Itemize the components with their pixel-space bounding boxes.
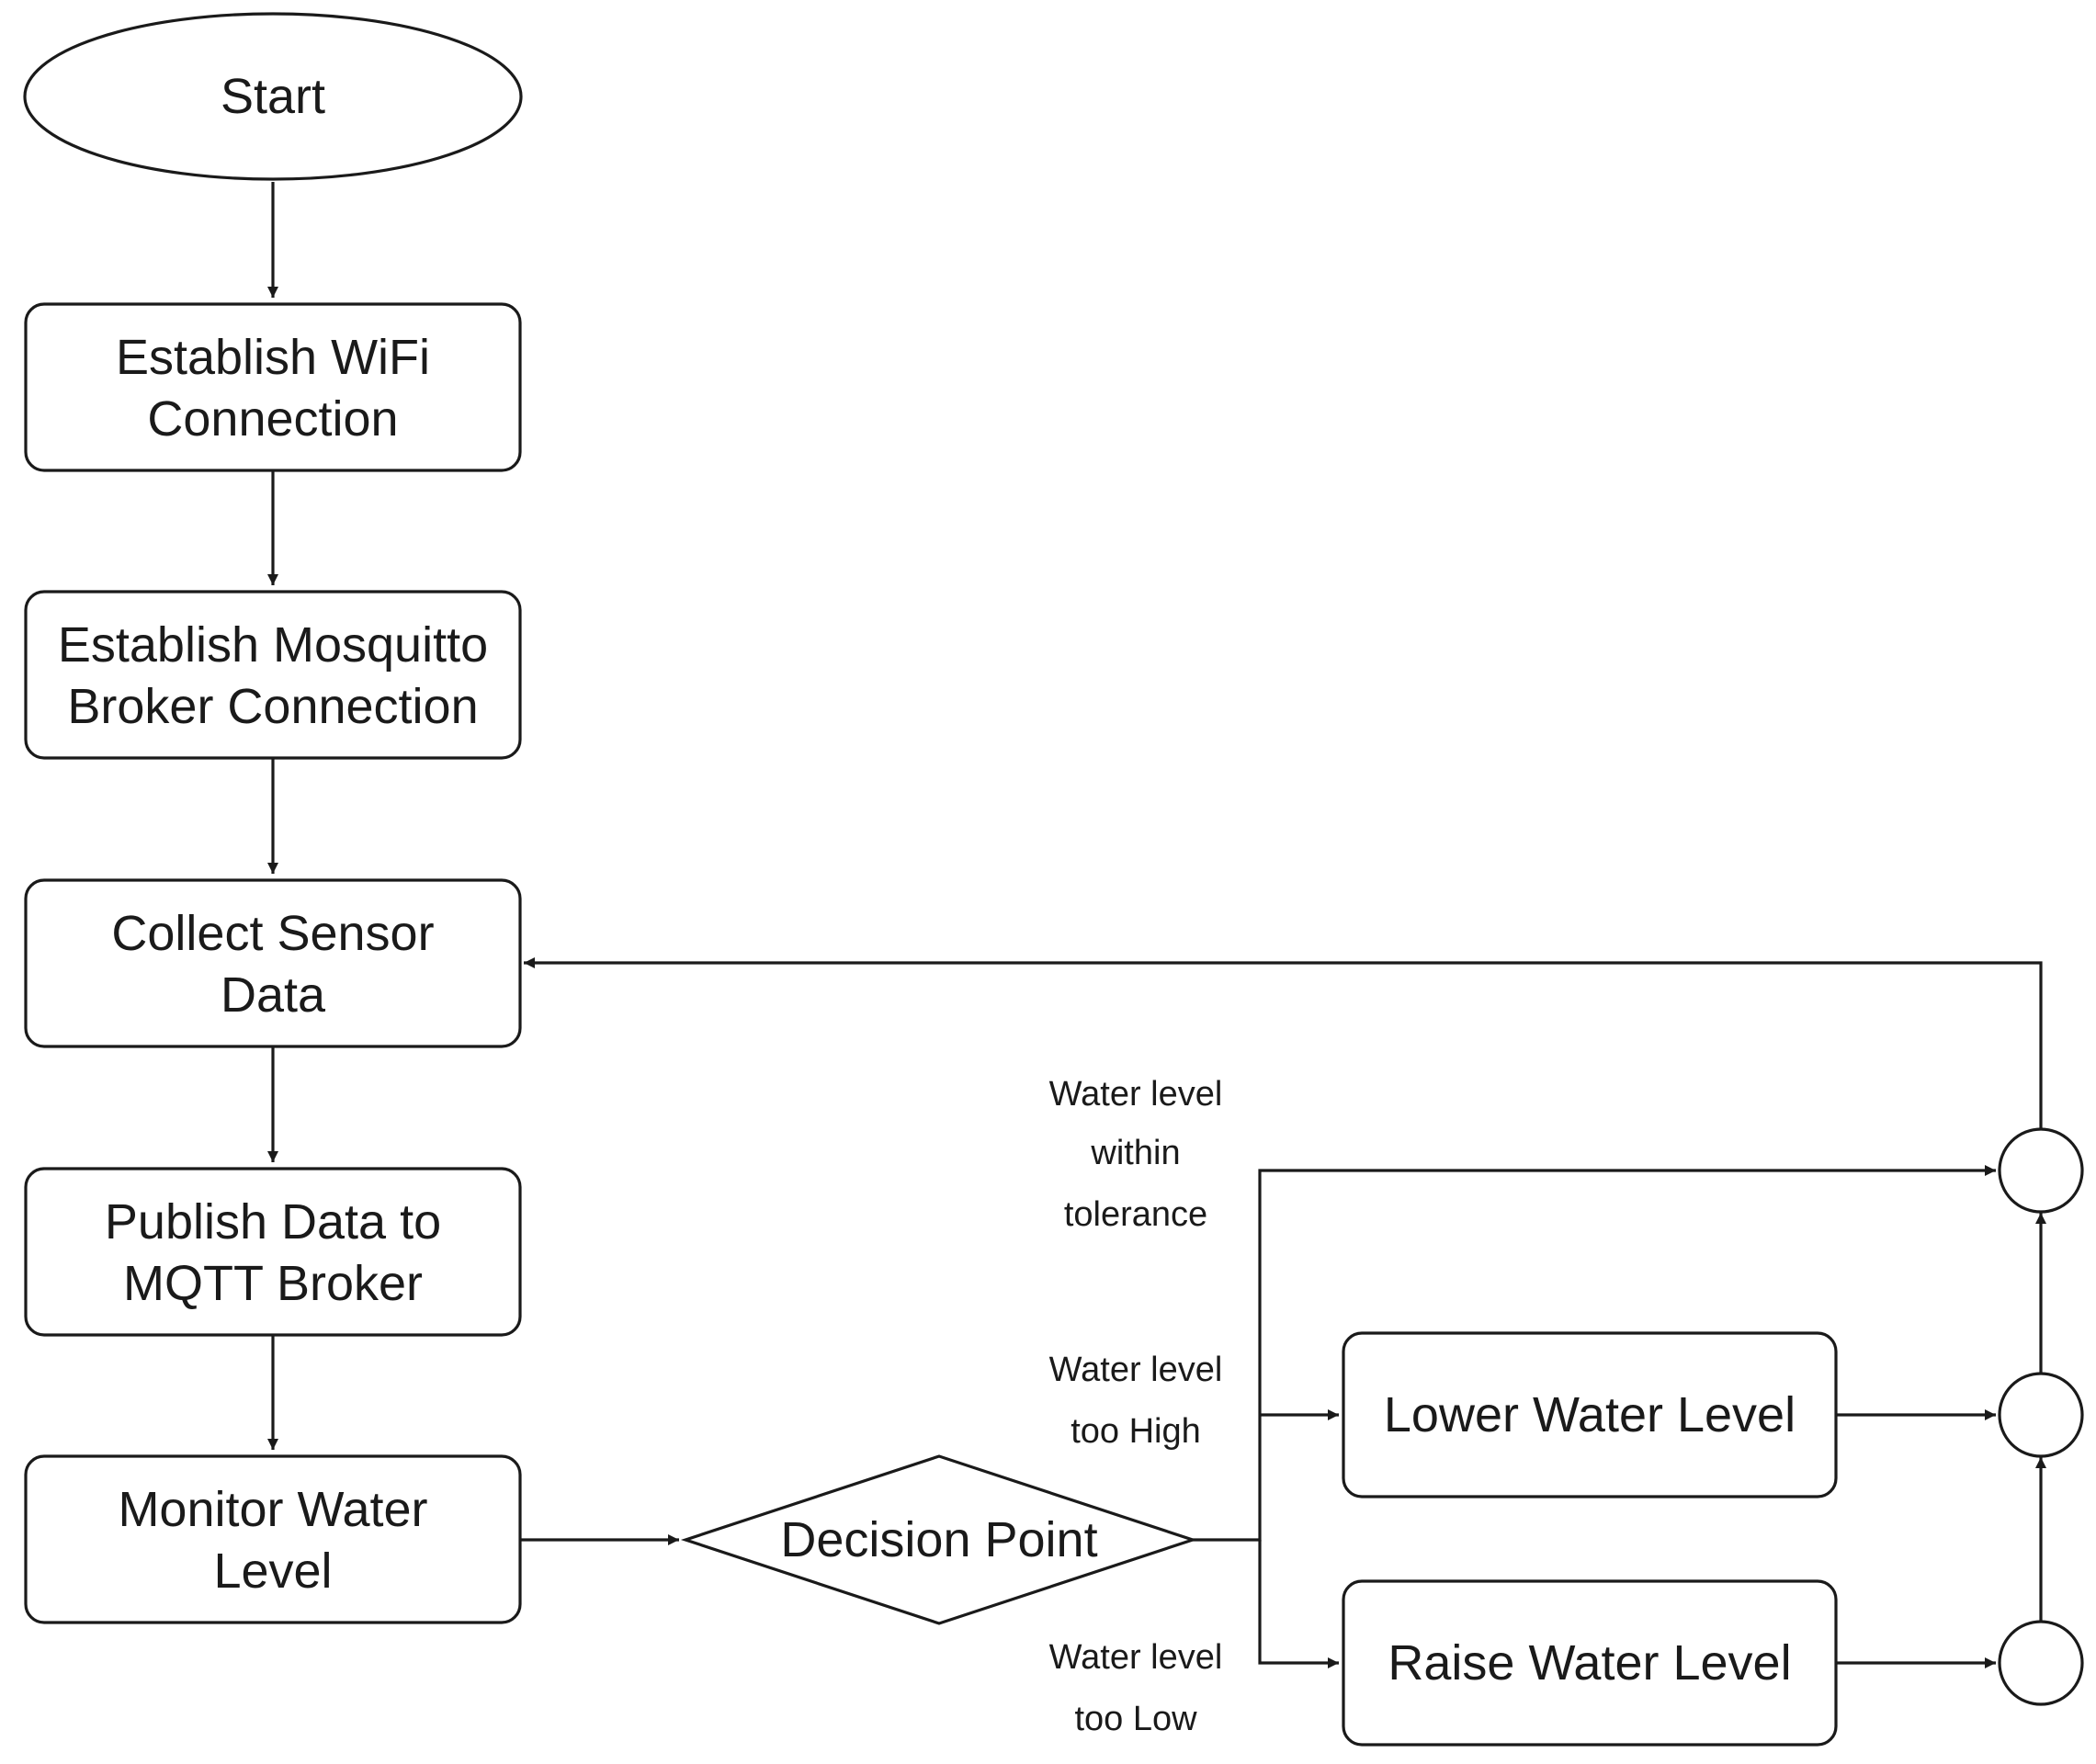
establish-wifi-node: Establish WiFi Connection xyxy=(24,302,522,472)
edge-decision-branch-low xyxy=(1258,1540,1339,1668)
monitor-water-level-label-line2: Level xyxy=(213,1544,332,1599)
lower-water-level-label: Lower Water Level xyxy=(1384,1387,1796,1442)
collect-sensor-data-label-line2: Data xyxy=(221,967,326,1023)
collect-sensor-data-node: Collect Sensor Data xyxy=(24,878,522,1048)
establish-broker-label-line2: Broker Connection xyxy=(67,679,478,734)
publish-data-label-line1: Publish Data to xyxy=(105,1194,441,1250)
edge-label-low-line1: Water level xyxy=(1049,1638,1223,1677)
edge-label-low-line2: too Low xyxy=(1074,1700,1197,1738)
edge-label-low: Water level too Low xyxy=(1049,1638,1223,1738)
edge-label-within-line3: tolerance xyxy=(1064,1195,1207,1234)
edge-loop-back-to-collect xyxy=(524,957,2043,1129)
publish-data-label-line2: MQTT Broker xyxy=(123,1256,423,1311)
decision-point-node: Decision Point xyxy=(680,1454,1198,1625)
establish-wifi-label-line1: Establish WiFi xyxy=(116,330,430,385)
junctions xyxy=(1998,1127,2084,1706)
junction-high xyxy=(1998,1372,2084,1458)
edge-decision-branch-within xyxy=(1193,1165,1996,1542)
start-label: Start xyxy=(221,69,325,124)
edge-label-high-line1: Water level xyxy=(1049,1351,1223,1389)
establish-broker-node: Establish Mosquitto Broker Connection xyxy=(24,590,522,760)
edge-label-within: Water level within tolerance xyxy=(1049,1075,1223,1234)
edge-label-high: Water level too High xyxy=(1049,1351,1223,1451)
monitor-water-level-node: Monitor Water Level xyxy=(24,1454,522,1624)
decision-point-label: Decision Point xyxy=(780,1512,1097,1567)
edges xyxy=(267,182,2046,1668)
edge-label-within-line1: Water level xyxy=(1049,1075,1223,1114)
establish-wifi-label-line2: Connection xyxy=(147,391,398,447)
start-node: Start xyxy=(23,12,523,181)
publish-data-node: Publish Data to MQTT Broker xyxy=(24,1167,522,1337)
lower-water-level-node: Lower Water Level xyxy=(1342,1331,1838,1498)
collect-sensor-data-label-line1: Collect Sensor xyxy=(111,906,434,961)
establish-broker-label-line1: Establish Mosquitto xyxy=(58,617,488,673)
monitor-water-level-label-line1: Monitor Water xyxy=(118,1482,427,1537)
junction-low xyxy=(1998,1620,2084,1706)
raise-water-level-label: Raise Water Level xyxy=(1388,1635,1791,1690)
edge-label-within-line2: within xyxy=(1090,1134,1180,1172)
junction-within xyxy=(1998,1127,2084,1214)
raise-water-level-node: Raise Water Level xyxy=(1342,1579,1838,1747)
edge-label-high-line2: too High xyxy=(1071,1412,1201,1451)
